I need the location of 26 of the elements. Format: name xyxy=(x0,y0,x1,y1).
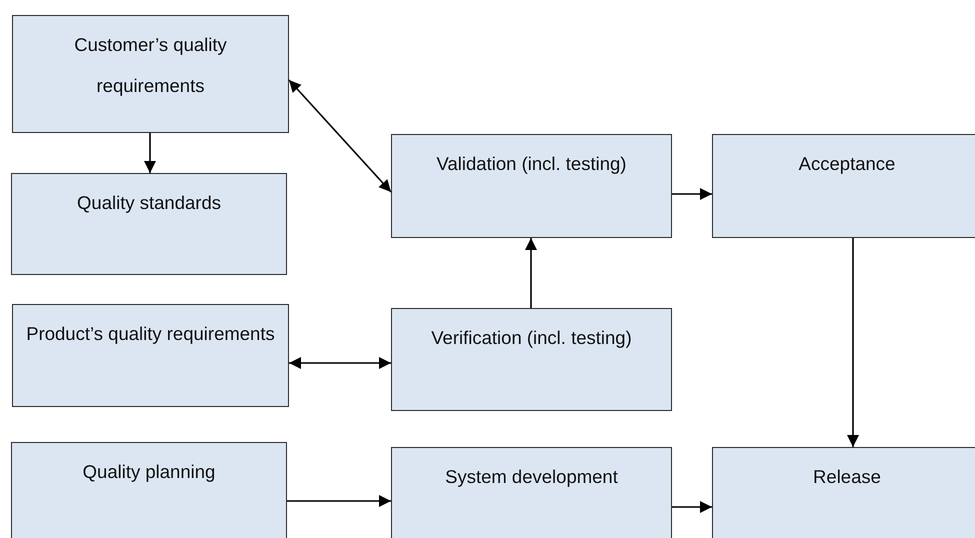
process-box xyxy=(11,442,287,538)
box-label: Customer’s quality requirements xyxy=(73,33,228,98)
box-label: Verification (incl. testing) xyxy=(430,326,633,350)
arrow xyxy=(289,357,391,369)
box-label: Release xyxy=(812,465,882,489)
process-box xyxy=(12,15,289,133)
box-label: Acceptance xyxy=(798,152,896,176)
arrow xyxy=(288,79,392,193)
arrow xyxy=(144,133,156,173)
process-box xyxy=(712,447,975,538)
process-box xyxy=(12,304,289,407)
arrow xyxy=(672,188,712,200)
arrow xyxy=(672,501,712,513)
box-label: Quality standards xyxy=(76,191,222,215)
process-box xyxy=(391,447,672,538)
box-label: Product’s quality requirements xyxy=(25,322,276,346)
arrow xyxy=(847,238,859,447)
box-label: System development xyxy=(444,465,619,489)
process-box xyxy=(391,134,672,238)
arrow xyxy=(525,238,537,308)
process-box xyxy=(712,134,975,238)
arrow xyxy=(287,495,391,507)
process-box xyxy=(11,173,287,275)
process-box xyxy=(391,308,672,411)
box-label: Validation (incl. testing) xyxy=(436,152,628,176)
box-label: Quality planning xyxy=(82,460,216,484)
